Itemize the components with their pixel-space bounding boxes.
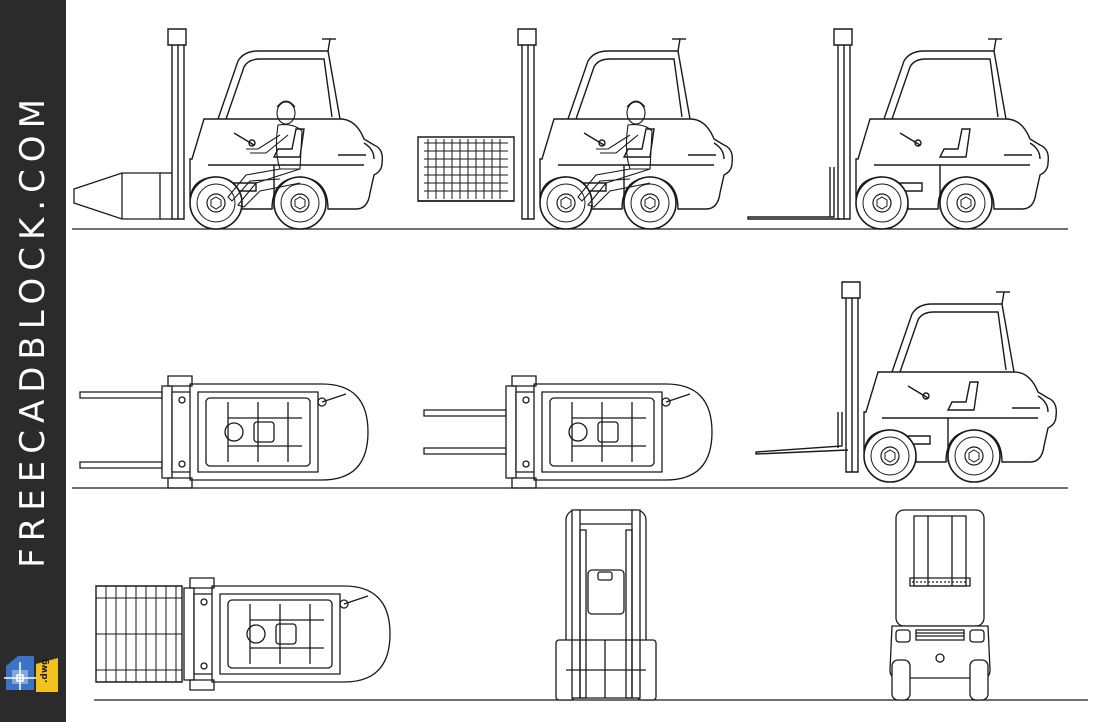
forklift-top-view-forks-2 [424, 375, 713, 489]
sidebar-brand-panel: FREECADBLOCK.COM .dwg [0, 0, 66, 722]
forklift-rear-view [890, 510, 990, 700]
forklift-side-view-clamp-with-operator [74, 29, 382, 229]
forklift-front-view [555, 509, 657, 701]
forklift-side-view-forks [748, 29, 1048, 229]
brand-text: FREECADBLOCK.COM [13, 92, 53, 568]
dwg-file-logo-icon: .dwg [4, 656, 58, 692]
cad-drawing-canvas [66, 0, 1094, 701]
forklift-side-view-forks-2 [756, 282, 1056, 482]
forklift-top-view-forks [80, 375, 369, 489]
forklift-side-view-pallet-cage-with-operator [418, 29, 732, 229]
dwg-badge-text: .dwg [40, 658, 50, 683]
forklift-top-view-pallet-cage [96, 577, 391, 691]
